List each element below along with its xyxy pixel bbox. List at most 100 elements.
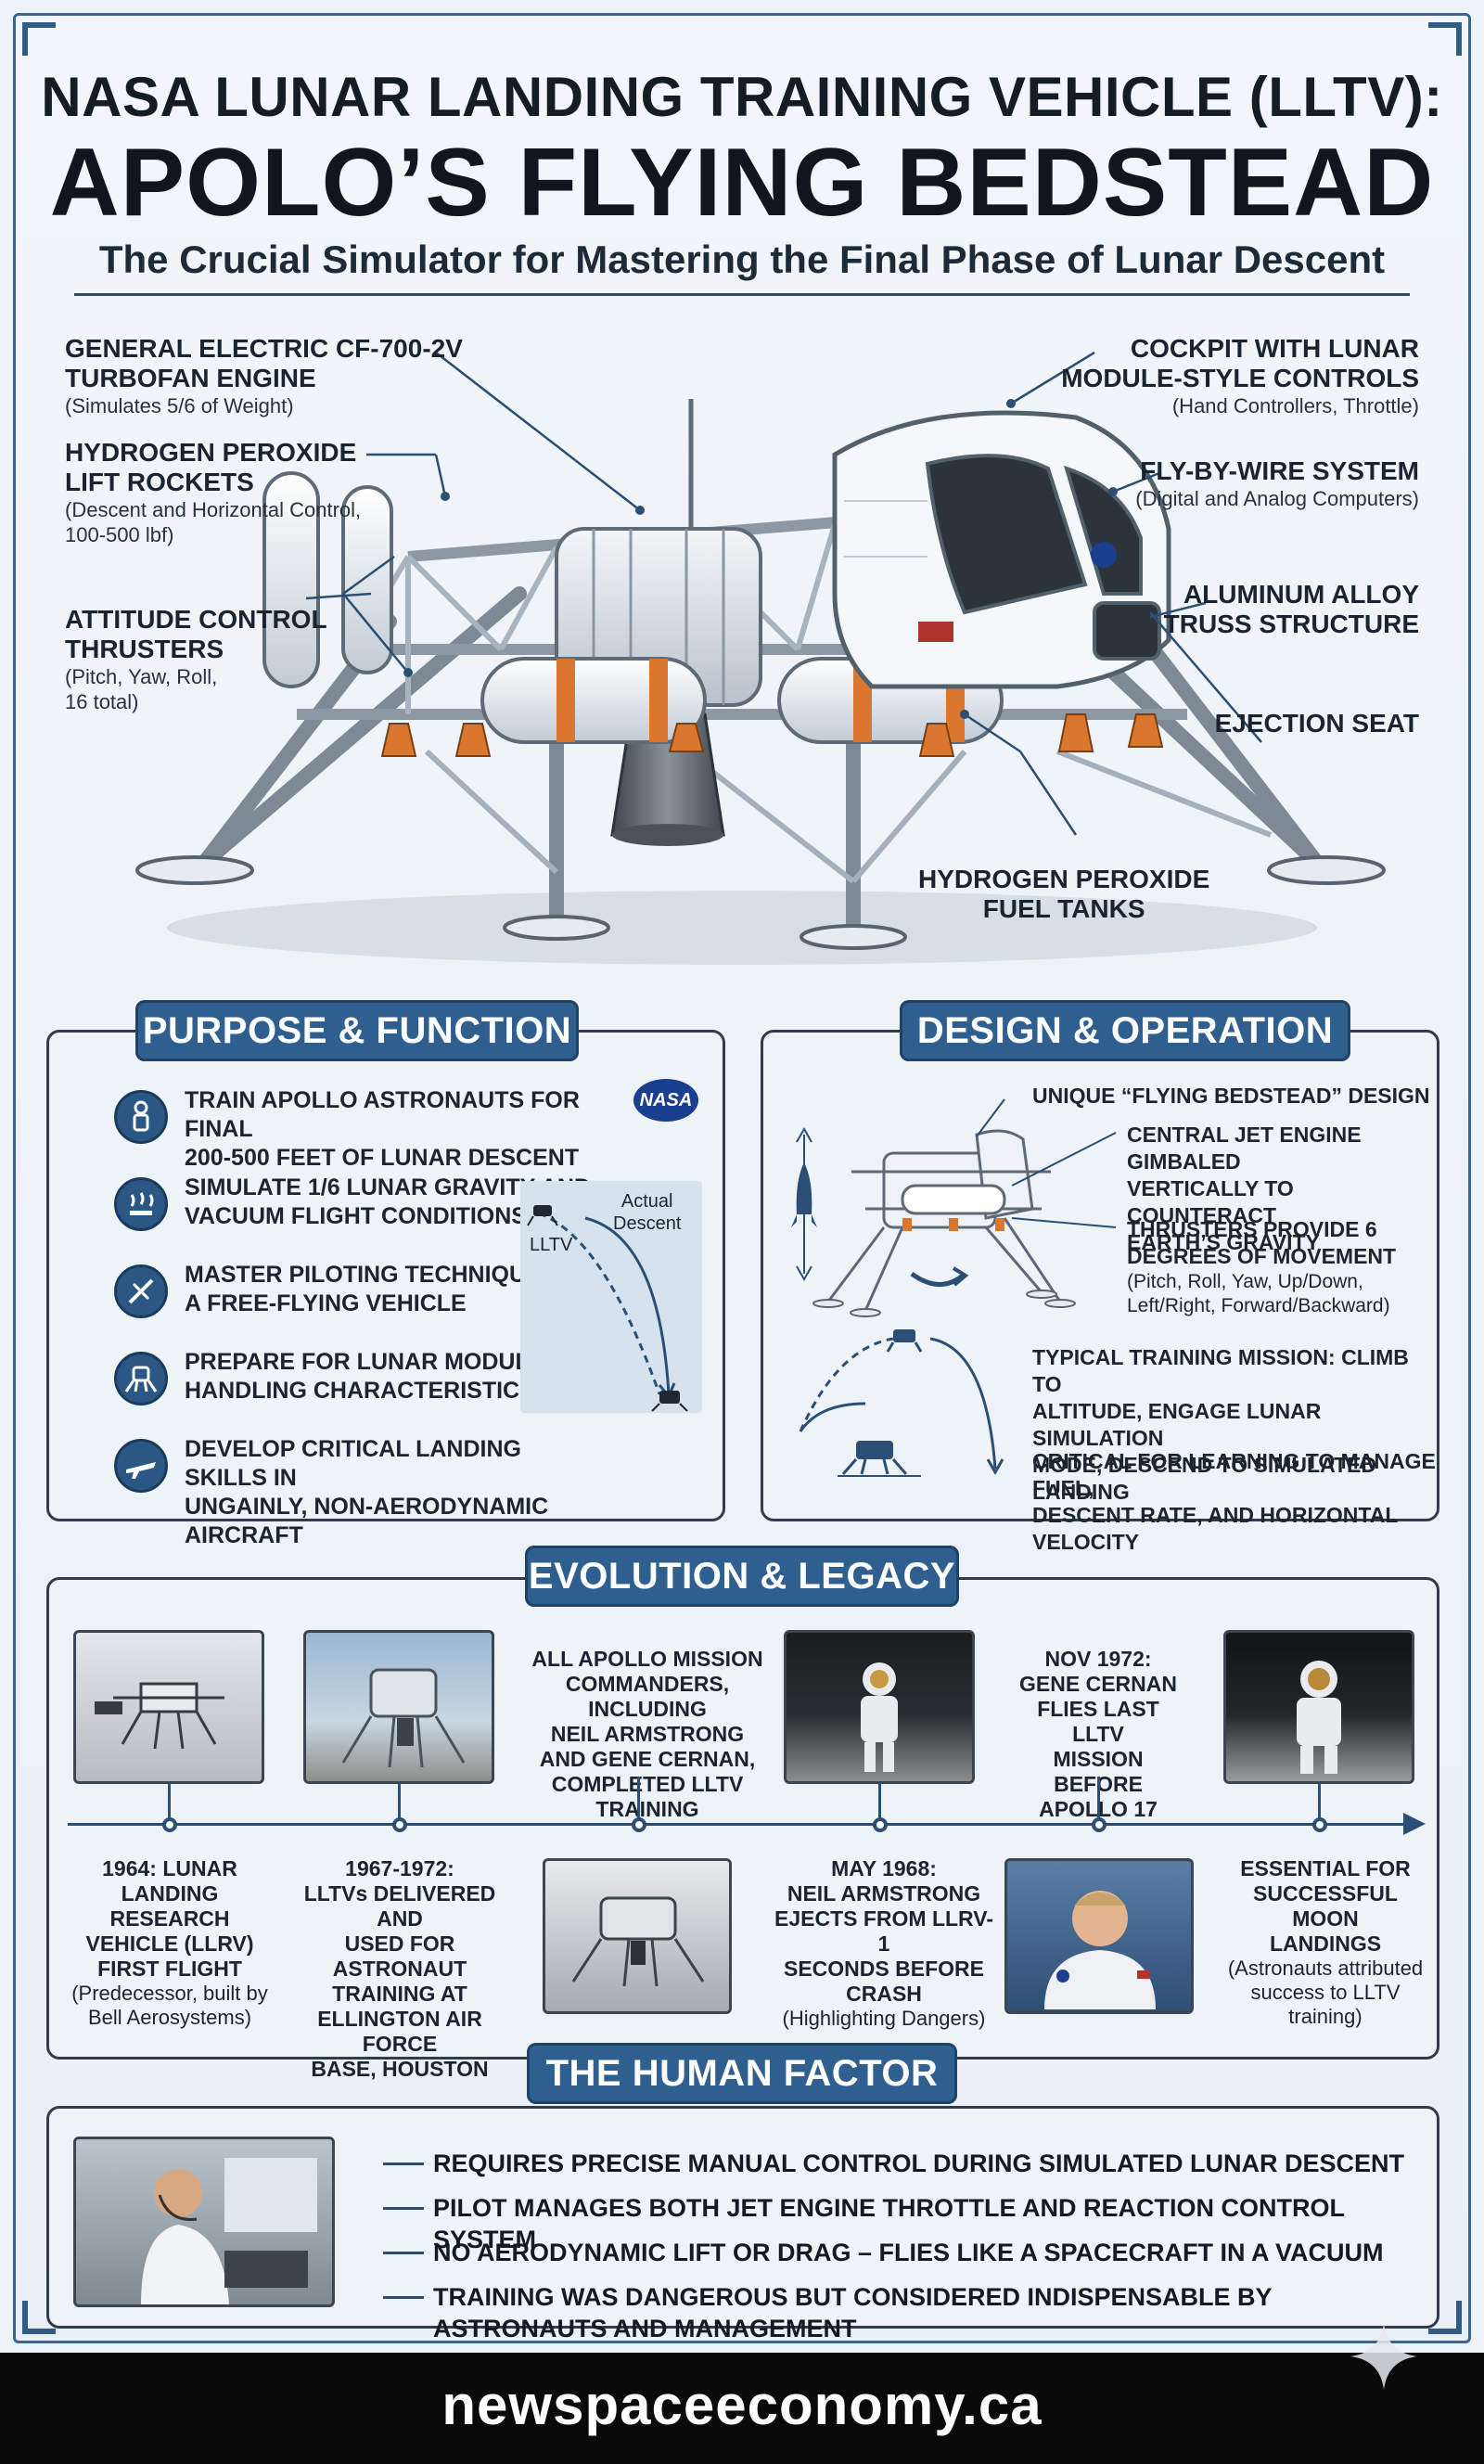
timeline-stem — [878, 1784, 881, 1823]
timeline-stem — [637, 1777, 640, 1823]
gravity-icon — [114, 1177, 168, 1231]
design-heading: DESIGN & OPERATION — [900, 1000, 1350, 1061]
purpose-heading: PURPOSE & FUNCTION — [135, 1000, 579, 1061]
frame-corner — [1428, 2301, 1462, 2334]
timeline-dot — [392, 1817, 407, 1832]
timeline-dot — [1312, 1817, 1327, 1832]
bullet-line — [383, 2296, 424, 2299]
callout-turbofan-engine: GENERAL ELECTRIC CF-700-2V TURBOFAN ENGI… — [65, 334, 463, 418]
callout-detail: (Pitch, Yaw, Roll, — [65, 665, 218, 688]
photo-lltv-base — [303, 1630, 494, 1784]
callout-title: COCKPIT WITH LUNAR — [1130, 334, 1419, 363]
bullet-line — [383, 2162, 424, 2165]
timeline-dot — [873, 1817, 888, 1832]
callout-detail: (Descent and Horizontal Control, — [65, 498, 362, 521]
timeline-axis — [68, 1823, 1403, 1826]
frame-corner — [22, 2301, 56, 2334]
callout-cockpit: COCKPIT WITH LUNAR MODULE-STYLE CONTROLS… — [1061, 334, 1419, 418]
human-factor-item: TRAINING WAS DANGEROUS BUT CONSIDERED IN… — [433, 2283, 1273, 2342]
timeline-dot — [632, 1817, 646, 1832]
nasa-logo-text: NASA — [639, 1090, 693, 1110]
callout-title: FLY-BY-WIRE SYSTEM — [1140, 456, 1419, 485]
photo-pilot-cockpit — [73, 2137, 335, 2307]
callout-lift-rockets: HYDROGEN PEROXIDE LIFT ROCKETS (Descent … — [65, 438, 361, 547]
evolution-heading: EVOLUTION & LEGACY — [525, 1546, 959, 1607]
footer-site: newspaceeconomy.ca — [441, 2374, 1043, 2436]
callout-fuel-tanks: HYDROGEN PEROXIDE FUEL TANKS — [918, 865, 1209, 924]
photo-astronaut-surface — [1223, 1630, 1414, 1784]
callout-truss-structure: ALUMINUM ALLOY TRUSS STRUCTURE — [1164, 580, 1419, 639]
timeline-dot — [162, 1817, 177, 1832]
callout-title: FUEL TANKS — [982, 894, 1145, 923]
title-line-2: APOLO’S FLYING BEDSTEAD — [49, 129, 1435, 237]
callout-ejection-seat: EJECTION SEAT — [1215, 709, 1419, 738]
bullet-line — [383, 2207, 424, 2210]
lander-icon — [114, 1352, 168, 1405]
timeline-stem — [168, 1784, 171, 1823]
callout-title: LIFT ROCKETS — [65, 468, 254, 496]
lltv-illustration — [135, 351, 1386, 965]
frame-corner — [1428, 22, 1462, 56]
header-divider — [74, 293, 1410, 296]
human-factor-item: REQUIRES PRECISE MANUAL CONTROL DURING S… — [433, 2150, 1405, 2177]
callout-title: TRUSS STRUCTURE — [1163, 610, 1419, 638]
airplane-icon — [114, 1439, 168, 1493]
subtitle: The Crucial Simulator for Mastering the … — [98, 237, 1386, 281]
callout-title: HYDROGEN PEROXIDE — [65, 438, 357, 467]
satellite-icon — [114, 1264, 168, 1318]
callout-detail: (Hand Controllers, Throttle) — [1171, 394, 1419, 417]
timeline-arrowhead — [1403, 1813, 1426, 1835]
photo-armstrong-moon — [784, 1630, 975, 1784]
timeline-stem — [1318, 1784, 1321, 1823]
design-note: CRITICAL FOR LEARNING TO MANAGE FUEL,DES… — [1032, 1449, 1436, 1554]
callout-title: EJECTION SEAT — [1214, 709, 1419, 738]
callout-detail: 100-500 lbf) — [65, 523, 174, 546]
human-factor-item: PILOT MANAGES BOTH JET ENGINE THROTTLE A… — [433, 2194, 1345, 2253]
callout-title: ALUMINUM ALLOY — [1183, 580, 1419, 609]
callout-title: GENERAL ELECTRIC CF-700-2V — [65, 334, 463, 363]
photo-lltv-hover — [543, 1858, 732, 2014]
callout-fly-by-wire: FLY-BY-WIRE SYSTEM (Digital and Analog C… — [1135, 456, 1419, 511]
design-note: UNIQUE “FLYING BEDSTEAD” DESIGN — [1032, 1084, 1430, 1108]
timeline-stem — [1097, 1777, 1100, 1823]
design-panel: UNIQUE “FLYING BEDSTEAD” DESIGN CENTRAL … — [761, 1030, 1439, 1554]
timeline-dot — [1092, 1817, 1107, 1832]
frame-corner — [22, 22, 56, 56]
human-factor-heading: THE HUMAN FACTOR — [527, 2043, 957, 2104]
title-line-1: NASA LUNAR LANDING TRAINING VEHICLE (LLT… — [41, 66, 1443, 128]
callout-title: HYDROGEN PEROXIDE — [918, 865, 1210, 893]
callout-detail: 16 total) — [65, 690, 139, 713]
callout-title: ATTITUDE CONTROL — [65, 605, 327, 634]
human-factor-item: NO AERODYNAMIC LIFT OR DRAG – FLIES LIKE… — [433, 2239, 1384, 2266]
callout-title: MODULE-STYLE CONTROLS — [1061, 364, 1419, 392]
photo-llrv-flight — [73, 1630, 264, 1784]
diagram-label-lltv: LLTV — [530, 1235, 573, 1255]
human-factor-panel: REQUIRES PRECISE MANUAL CONTROL DURING S… — [46, 2106, 1439, 2342]
nasa-logo: NASA — [633, 1079, 698, 1122]
footer-bar — [0, 2353, 1484, 2464]
design-diagram — [791, 1098, 1117, 1477]
callout-detail: (Digital and Analog Computers) — [1135, 487, 1419, 510]
bullet-line — [383, 2252, 424, 2254]
callout-title: TURBOFAN ENGINE — [65, 364, 316, 392]
callout-attitude-thrusters: ATTITUDE CONTROL THRUSTERS (Pitch, Yaw, … — [65, 605, 327, 714]
astronaut-icon — [114, 1090, 168, 1144]
sparkle-icon — [1350, 2323, 1417, 2390]
callout-detail: (Simulates 5/6 of Weight) — [65, 394, 294, 417]
callout-title: THRUSTERS — [65, 635, 224, 663]
